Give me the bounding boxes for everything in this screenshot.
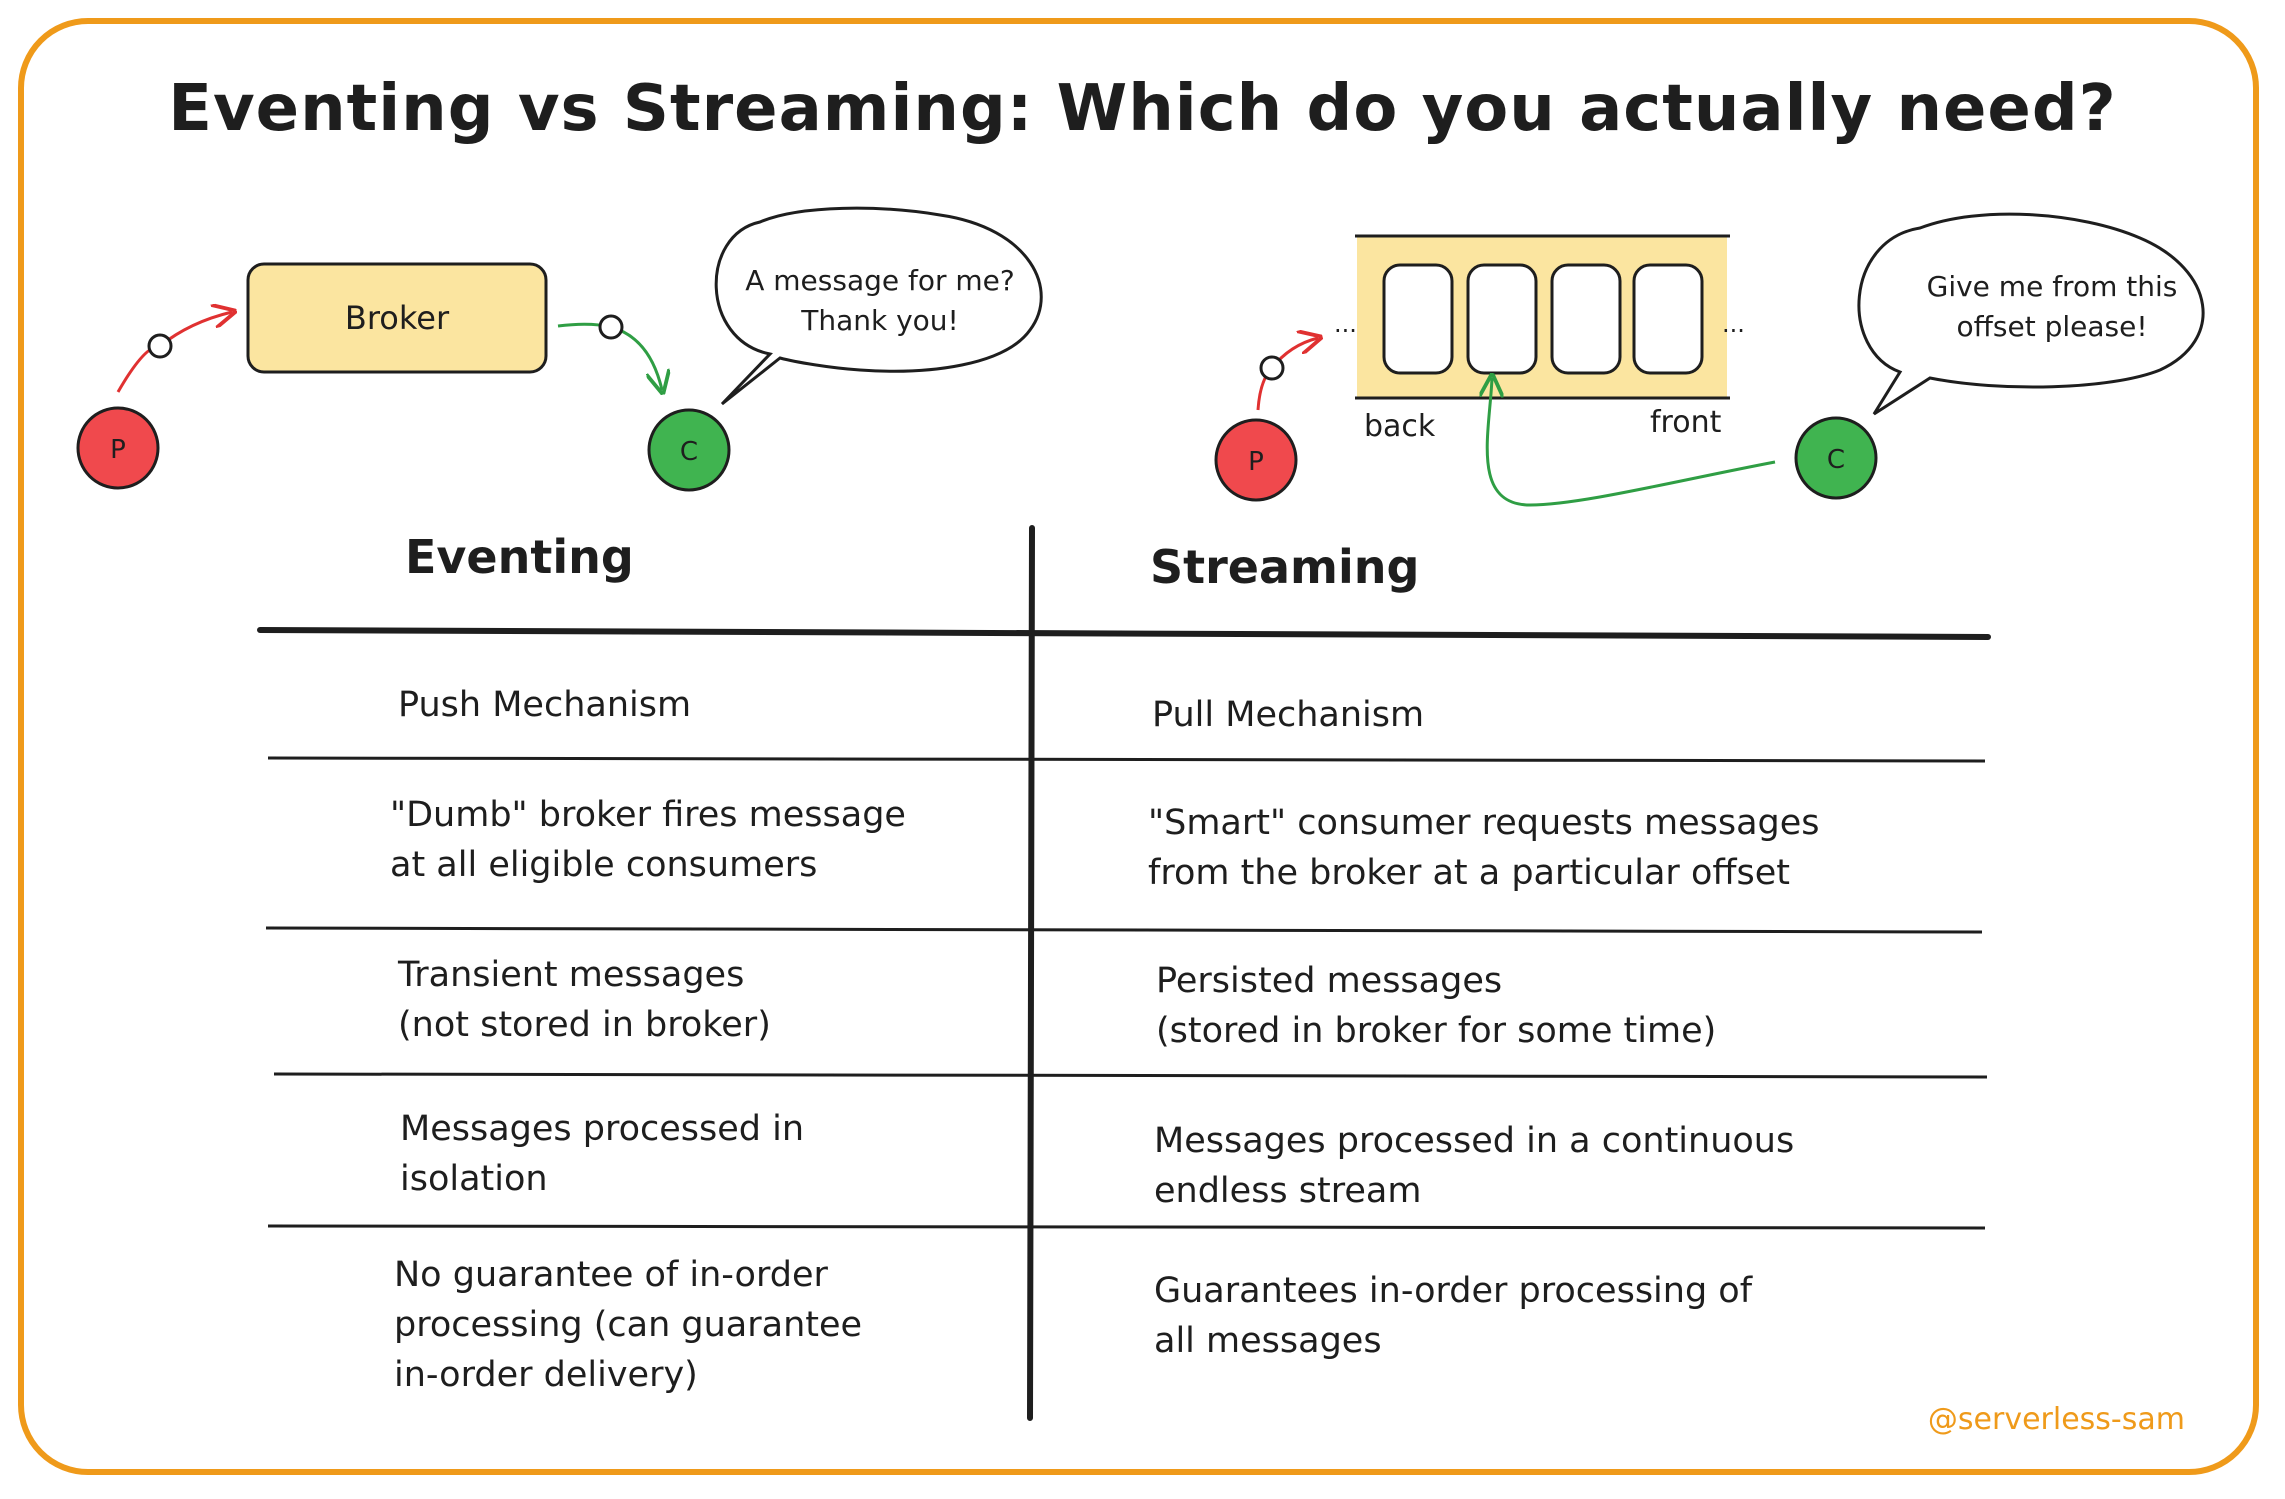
speech-bubble (1857, 212, 2205, 416)
comparison-table-lines (257, 525, 1991, 1421)
speech-line-1: A message for me? (745, 264, 1015, 297)
pull-arrow (1487, 378, 1776, 507)
cell-streaming-row-5: Guarantees in-order processing of all me… (1154, 1271, 1753, 1361)
back-label: back (1364, 409, 1436, 444)
ellipsis-right: ... (1722, 310, 1745, 338)
producer-node (1214, 418, 1298, 502)
consumer-node (1794, 416, 1878, 500)
publish-arrow-handle (147, 333, 173, 359)
stream-slot (1550, 263, 1622, 375)
cell-eventing-row-3: Transient messages (not stored in broker… (398, 955, 771, 1045)
speech-line-2: offset please! (1956, 310, 2147, 343)
cell-eventing-row-2: "Dumb" broker fires message at all eligi… (390, 795, 906, 885)
author-handle: @serverless-sam (1927, 1402, 2185, 1437)
column-divider (1027, 525, 1035, 1421)
broker-box (246, 262, 548, 374)
column-header-streaming: Streaming (1150, 540, 1420, 594)
produce-arrow-handle (1259, 355, 1285, 381)
ellipsis-left: ... (1334, 310, 1357, 338)
page-title: Eventing vs Streaming: Which do you actu… (168, 72, 2117, 146)
stream-slot (1382, 263, 1454, 375)
cell-streaming-row-3: Persisted messages (stored in broker for… (1156, 961, 1717, 1051)
cell-streaming-row-4: Messages processed in a continuous endle… (1154, 1121, 1795, 1211)
cell-eventing-row-5: No guarantee of in-order processing (can… (394, 1255, 863, 1395)
front-label: front (1650, 405, 1722, 440)
cell-eventing-row-1: Push Mechanism (398, 685, 692, 725)
row-divider (265, 926, 1983, 934)
cell-eventing-row-4: Messages processed in isolation (400, 1109, 805, 1199)
publish-arrow (116, 312, 232, 393)
consumer-label: C (1827, 445, 1845, 475)
stream-slot (1632, 263, 1704, 375)
speech-bubble (714, 206, 1043, 406)
consumer-label: C (680, 437, 698, 467)
producer-node (76, 406, 160, 490)
speech-line-1: Give me from this (1927, 270, 2178, 303)
eventing-diagram: Broker P C A message for me? Thank you! (76, 206, 1043, 492)
cell-streaming-row-2: "Smart" consumer requests messages from … (1148, 803, 1820, 893)
row-divider (267, 756, 1986, 763)
column-header-eventing: Eventing (405, 530, 634, 584)
producer-label: P (110, 435, 126, 465)
stream-slot (1466, 263, 1538, 375)
header-rule (257, 627, 1991, 640)
speech-line-2: Thank you! (800, 304, 959, 337)
producer-label: P (1248, 447, 1264, 477)
deliver-arrow-handle (598, 314, 624, 340)
consumer-node (647, 408, 731, 492)
streaming-diagram: ... ... back front P C Give me from this… (1214, 212, 2205, 507)
row-divider (267, 1224, 1986, 1230)
cell-streaming-row-1: Pull Mechanism (1152, 695, 1425, 735)
row-divider (273, 1072, 1988, 1079)
broker-label: Broker (345, 299, 450, 337)
